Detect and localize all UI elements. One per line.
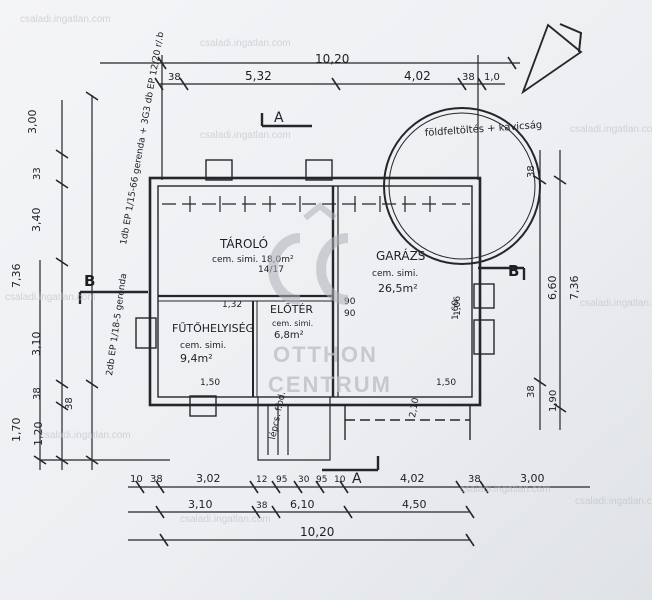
watermark-brand-line2: CENTRUM	[268, 372, 392, 397]
watermark-site-9: csaladi.ingatlan.com	[180, 514, 271, 525]
dim-bottom-7: 95	[316, 475, 327, 485]
dim-left-4: 7,36	[10, 264, 23, 289]
watermark-site-7: csaladi.ingatlan.com	[40, 430, 131, 441]
dim-top-left: 5,32	[245, 69, 272, 83]
dim-left-9: 38	[64, 397, 75, 410]
dim-left-8: 1,20	[32, 422, 45, 447]
watermark-site-5: csaladi.ingatlan.com	[5, 292, 96, 303]
watermark-site-6: csaladi.ingatlan.com	[580, 298, 652, 309]
dim-top-small-left: 38	[168, 72, 181, 83]
left-dimensions	[33, 91, 170, 470]
building-walls	[148, 176, 482, 407]
misc-note-7: 2,10	[408, 397, 421, 419]
dim-right-2: 7,36	[568, 276, 581, 301]
dim-bottom-3: 3,02	[196, 472, 221, 485]
north-arrow-icon	[521, 23, 583, 95]
dim-bottom-row2-3: 6,10	[290, 498, 315, 511]
dim-left-2: 33	[32, 167, 43, 180]
dim-bottom-total: 10,20	[300, 525, 334, 539]
beam-ticks	[189, 196, 431, 212]
watermark-site-10: csaladi.ingatlan.com	[575, 496, 652, 507]
room-name-hall: ELŐTÉR	[270, 302, 313, 316]
room-sub-storage: cem. simi. 18,0m²	[212, 255, 294, 265]
dim-bottom-6: 30	[298, 475, 310, 485]
room-area-boiler: 9,4m²	[180, 352, 213, 365]
section-line-b-right	[478, 266, 526, 280]
room-sub-garage: cem. simi.	[372, 269, 418, 279]
room-area-garage: 26,5m²	[378, 282, 418, 295]
section-mark-b-left: B	[84, 272, 95, 290]
watermark-site-2: csaladi.ingatlan.com	[200, 38, 291, 49]
dim-bottom-2: 38	[150, 474, 163, 485]
room-sub-hall: cem. simi.	[272, 319, 313, 328]
misc-note-3: 90	[344, 297, 356, 307]
misc-note-5: 1,50	[200, 378, 220, 388]
window-bays	[135, 159, 495, 417]
dim-bottom-row2-1: 3,10	[188, 498, 213, 511]
watermark-site-3: csaladi.ingatlan.com	[200, 130, 291, 141]
dim-right-6: 1,60	[451, 300, 461, 320]
watermark-site-1: csaladi.ingatlan.com	[20, 14, 111, 25]
section-mark-a-bottom: A	[352, 471, 362, 487]
room-name-storage: TÁROLÓ	[219, 236, 268, 251]
dim-bottom-4: 12	[256, 475, 267, 485]
top-dimensions	[100, 55, 520, 180]
dim-left-7: 1,70	[10, 418, 23, 443]
dim-bottom-9: 4,02	[400, 472, 425, 485]
dim-bottom-10: 38	[468, 474, 481, 485]
dim-top-small-right2: 1,0	[484, 72, 500, 83]
section-line-a-bottom	[322, 456, 380, 472]
misc-note-4: 90	[344, 309, 356, 319]
dim-top-total: 10,20	[315, 52, 349, 66]
dim-right-4: 1,90	[548, 390, 559, 412]
dim-left-3: 3,40	[30, 208, 43, 233]
entrance-stair	[257, 397, 331, 461]
dim-bottom-1: 10	[130, 474, 143, 485]
misc-note-6: 1,50	[436, 378, 456, 388]
room-area-hall: 6,8m²	[274, 330, 304, 341]
right-dimensions	[533, 150, 567, 430]
section-mark-b-right: B	[508, 262, 519, 280]
room-name-boiler: FŰTŐHELYISÉG	[172, 321, 254, 335]
watermark-logo	[268, 202, 349, 305]
dim-bottom-5: 95	[276, 475, 287, 485]
misc-note-8: 1,06	[453, 296, 463, 316]
room-sub-boiler: cem. simi.	[180, 341, 226, 351]
bottom-dimensions	[128, 480, 590, 547]
watermark-brand-line1: OTTHON	[273, 342, 378, 367]
dim-left-1: 3,00	[26, 110, 39, 135]
dim-right-3: 38	[526, 385, 537, 398]
room-name-garage: GARÁZS	[376, 248, 425, 263]
dim-right-5: 38	[526, 165, 537, 178]
watermark-site-4: csaladi.ingatlan.com	[570, 124, 652, 135]
misc-note-2: 1,32	[222, 300, 242, 310]
dim-right-1: 6,60	[546, 276, 559, 301]
dim-bottom-8: 10	[334, 475, 346, 485]
dim-bottom-row2-4: 4,50	[402, 498, 427, 511]
section-mark-a-top: A	[274, 110, 284, 126]
dim-top-right: 4,02	[404, 69, 431, 83]
dim-left-5: 3,10	[30, 332, 43, 357]
dim-bottom-11: 3,00	[520, 472, 545, 485]
section-line-a-top	[260, 113, 312, 128]
dim-left-6: 38	[32, 387, 43, 400]
watermark-site-8: csaladi.ingatlan.com	[460, 484, 551, 495]
dim-top-small-right: 38	[462, 72, 475, 83]
section-line-b-left	[78, 290, 148, 304]
dim-bottom-row2-2: 38	[256, 501, 268, 511]
garage-door	[344, 405, 471, 440]
